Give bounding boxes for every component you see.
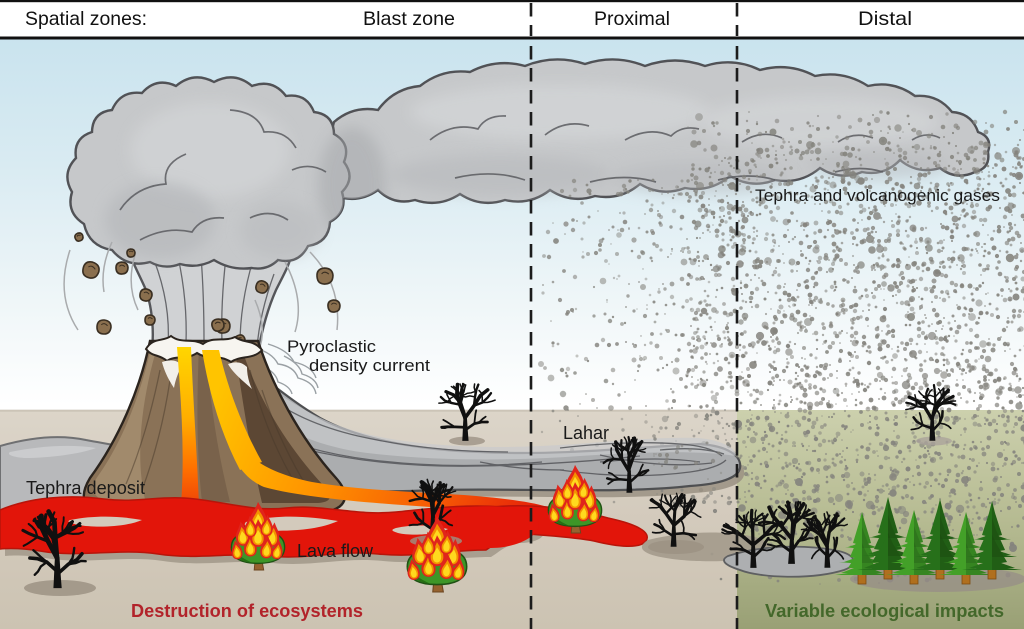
svg-text:Pyroclastic: Pyroclastic [287, 337, 377, 356]
svg-text:Lahar: Lahar [563, 423, 609, 443]
svg-text:Spatial zones:: Spatial zones: [25, 8, 147, 30]
svg-text:Variable ecological impacts: Variable ecological impacts [765, 600, 1004, 621]
svg-text:Distal: Distal [858, 8, 912, 30]
svg-text:density current: density current [309, 356, 430, 375]
svg-text:Proximal: Proximal [594, 8, 670, 30]
svg-text:Tephra and volcanogenic gases: Tephra and volcanogenic gases [755, 187, 1000, 205]
svg-text:Lava flow: Lava flow [297, 541, 374, 561]
svg-text:Destruction of ecosystems: Destruction of ecosystems [131, 600, 363, 621]
svg-text:Blast zone: Blast zone [363, 8, 455, 30]
svg-text:Tephra deposit: Tephra deposit [26, 478, 145, 498]
